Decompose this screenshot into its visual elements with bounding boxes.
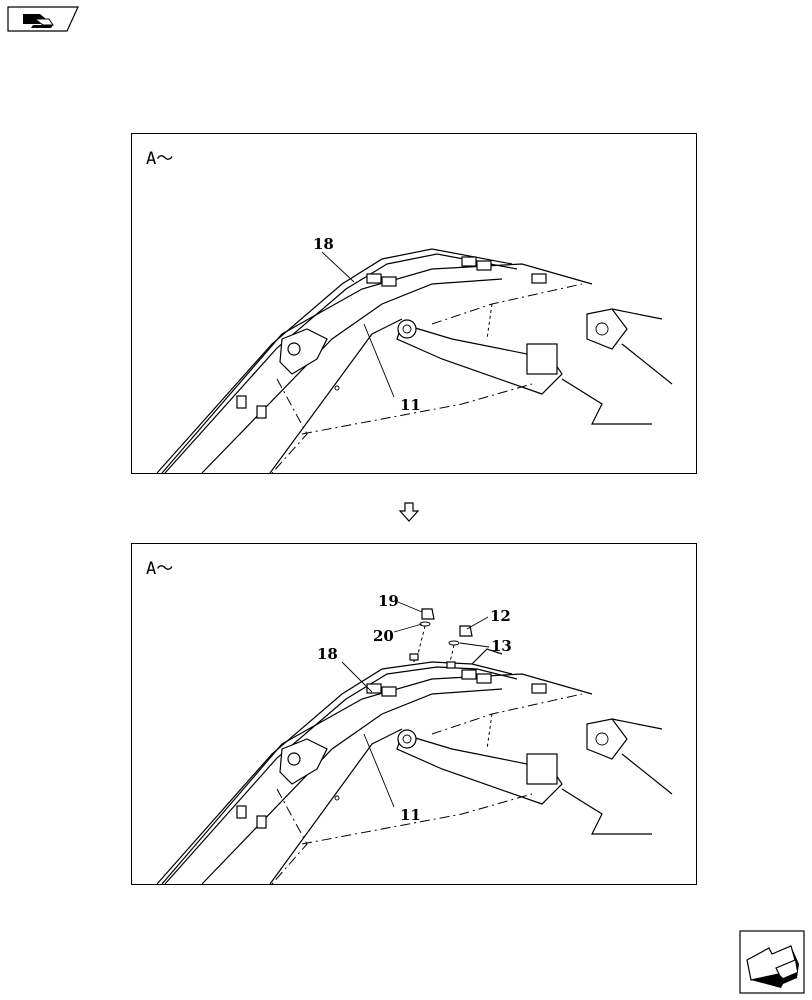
callout-13: 13 (491, 637, 512, 655)
down-arrow-icon (398, 502, 420, 522)
panel-label: A～ (146, 559, 174, 579)
detail-panel-before: A～ (131, 133, 697, 474)
callout-18: 18 (317, 645, 338, 663)
transition-arrow (398, 502, 421, 524)
next-page-button[interactable] (739, 930, 805, 994)
callout-19: 19 (378, 592, 399, 610)
next-page-arrow-icon (739, 930, 805, 994)
callout-11: 11 (400, 396, 421, 414)
boom-hose-drawing (156, 248, 673, 474)
header-tab[interactable] (7, 6, 79, 32)
boom-hose-drawing-with-plugs (156, 601, 673, 885)
panel-label: A～ (146, 149, 174, 169)
detail-panel-after: A～ (131, 543, 697, 885)
callout-20: 20 (373, 627, 394, 645)
callout-18: 18 (313, 235, 334, 253)
callout-12: 12 (490, 607, 511, 625)
book-arrow-icon (7, 6, 79, 32)
callout-11: 11 (400, 806, 421, 824)
